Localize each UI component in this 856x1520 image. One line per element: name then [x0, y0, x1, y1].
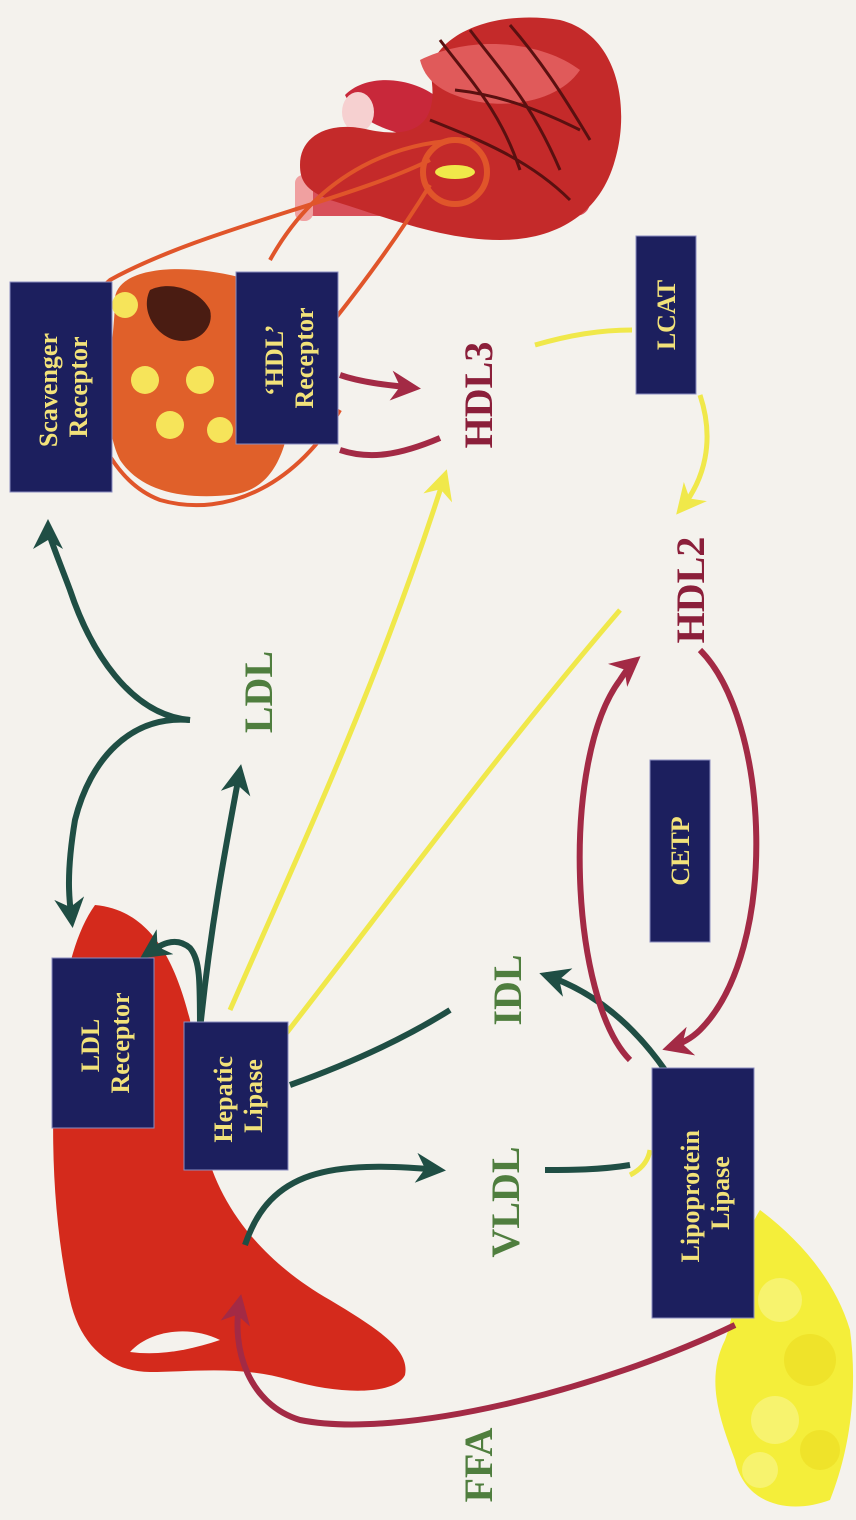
hepatic-lipase-box: Hepatic Lipase	[183, 1021, 289, 1171]
lcat-label: LCAT	[652, 280, 681, 350]
scavenger-receptor-line-1: Scavenger	[34, 333, 63, 447]
hdl-receptor-line-2: Receptor	[290, 307, 319, 408]
ldl-receptor-line-2: Receptor	[106, 992, 135, 1093]
lcat-box: LCAT	[635, 235, 697, 395]
hdl2-label: HDL2	[668, 537, 713, 644]
ldl-receptor-line-1: LDL	[76, 1019, 105, 1072]
hdl-receptor-line-1: ‘HDL’	[260, 326, 289, 396]
svg-text:LDL Receptor: LDL Receptor	[76, 992, 135, 1093]
hepatic-lipase-line-1: Hepatic	[209, 1056, 238, 1143]
lipoprotein-lipase-box: Lipoprotein Lipase	[651, 1067, 755, 1319]
hdl3-label: HDL3	[456, 342, 501, 449]
green-arrows	[33, 519, 668, 1246]
vldl-label: VLDL	[483, 1146, 528, 1257]
hepatic-lipase-line-2: Lipase	[239, 1059, 268, 1133]
svg-text:Hepatic Lipase: Hepatic Lipase	[209, 1049, 268, 1142]
lipoprotein-lipase-line-2: Lipase	[706, 1156, 735, 1230]
ldl-label: LDL	[236, 651, 281, 733]
idl-label: IDL	[485, 954, 530, 1025]
cetp-label: CETP	[666, 816, 695, 885]
ffa-label: FFA	[456, 1428, 501, 1503]
yellow-arrows	[227, 327, 710, 1178]
red-arrows	[220, 370, 760, 1428]
heart-icon	[295, 17, 622, 240]
hdl-receptor-box: ‘HDL’ Receptor	[235, 271, 339, 445]
svg-text:Lipoprotein Lipase: Lipoprotein Lipase	[676, 1124, 735, 1263]
svg-text:CETP: CETP	[666, 816, 695, 885]
scavenger-receptor-line-2: Receptor	[64, 336, 93, 437]
ldl-receptor-box: LDL Receptor	[51, 957, 155, 1129]
cetp-box: CETP	[649, 759, 711, 943]
svg-text:‘HDL’ Receptor: ‘HDL’ Receptor	[260, 307, 319, 408]
scavenger-receptor-box: Scavenger Receptor	[9, 281, 113, 493]
svg-text:Scavenger Receptor: Scavenger Receptor	[34, 327, 93, 447]
svg-text:LCAT: LCAT	[652, 280, 681, 350]
lipoprotein-lipase-line-1: Lipoprotein	[676, 1129, 705, 1262]
